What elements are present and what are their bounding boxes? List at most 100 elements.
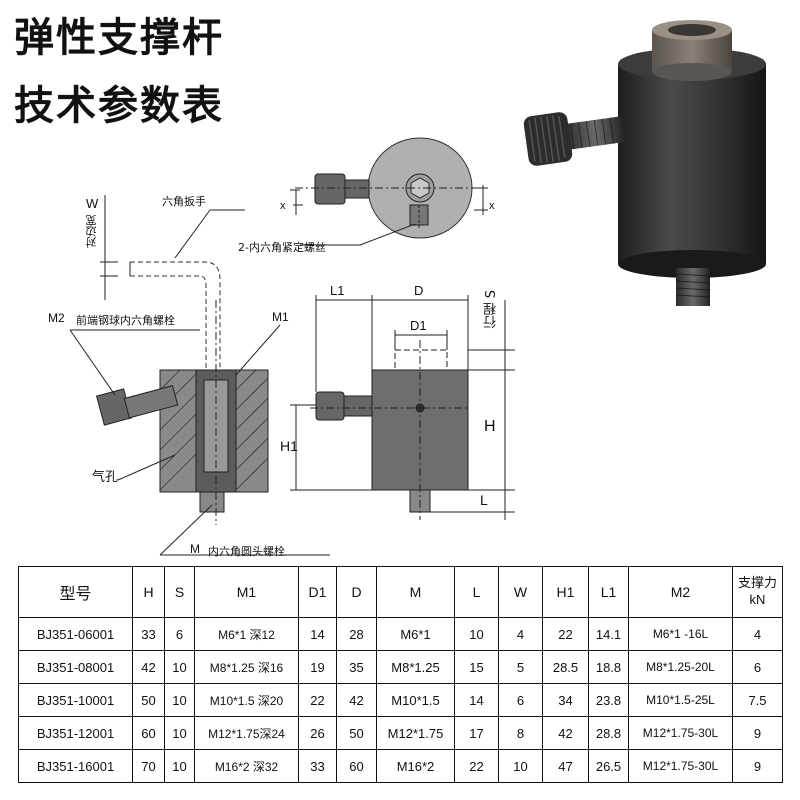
column-header: S — [164, 566, 195, 618]
table-cell: BJ351-12001 — [18, 716, 133, 750]
table-cell: 14 — [454, 683, 499, 717]
table-cell: 22 — [542, 617, 589, 651]
table-cell: 6 — [164, 617, 195, 651]
table-cell: 35 — [336, 650, 377, 684]
column-header: W — [498, 566, 543, 618]
column-header: M2 — [628, 566, 733, 618]
table-cell: M12*1.75-30L — [628, 716, 733, 750]
table-cell: 7.5 — [732, 683, 783, 717]
table-cell: 10 — [498, 749, 543, 783]
table-cell: 42 — [542, 716, 589, 750]
table-cell: M8*1.25-20L — [628, 650, 733, 684]
product-photo — [523, 20, 766, 306]
table-cell: 33 — [298, 749, 337, 783]
table-cell: 42 — [336, 683, 377, 717]
table-cell: BJ351-08001 — [18, 650, 133, 684]
across-flats-label: 对边宽 — [85, 215, 98, 248]
m2-label: M2 — [48, 311, 65, 325]
column-header: M — [376, 566, 455, 618]
table-cell: M6*1 — [376, 617, 455, 651]
d1-label: D1 — [410, 318, 427, 333]
table-cell: 70 — [132, 749, 165, 783]
page-title: 弹性支撑杆 — [14, 15, 224, 61]
table-cell: 5 — [498, 650, 543, 684]
table-cell: 50 — [336, 716, 377, 750]
x-left-label: x — [280, 200, 286, 212]
set-screw-label: 2-内六角紧定螺丝 — [238, 241, 326, 254]
table-cell: 6 — [732, 650, 783, 684]
table-cell: 26 — [298, 716, 337, 750]
table-cell: 10 — [164, 749, 195, 783]
h1-label: H1 — [280, 438, 298, 454]
table-cell: 4 — [732, 617, 783, 651]
table-cell: 19 — [298, 650, 337, 684]
l-label: L — [480, 492, 488, 508]
table-cell: M16*2 深32 — [194, 749, 299, 783]
table-cell: 10 — [164, 650, 195, 684]
column-header: H — [132, 566, 165, 618]
stroke-label: 行程 S — [484, 290, 499, 329]
table-cell: 22 — [454, 749, 499, 783]
table-cell: M8*1.25 — [376, 650, 455, 684]
table-cell: 42 — [132, 650, 165, 684]
m-desc: 内六角圆头螺栓 — [208, 545, 285, 558]
table-cell: 10 — [454, 617, 499, 651]
table-cell: M12*1.75-30L — [628, 749, 733, 783]
table-cell: 26.5 — [588, 749, 629, 783]
table-cell: 60 — [336, 749, 377, 783]
table-cell: M12*1.75 — [376, 716, 455, 750]
w-label: W — [86, 196, 99, 211]
table-cell: 4 — [498, 617, 543, 651]
table-cell: 50 — [132, 683, 165, 717]
column-header: H1 — [542, 566, 589, 618]
table-cell: 15 — [454, 650, 499, 684]
h-label: H — [484, 418, 496, 435]
d-label: D — [414, 283, 424, 298]
column-header: D1 — [298, 566, 337, 618]
column-header: 型号 — [18, 566, 133, 618]
table-cell: 9 — [732, 716, 783, 750]
table-cell: M16*2 — [376, 749, 455, 783]
table-cell: M6*1 -16L — [628, 617, 733, 651]
column-header: 支撑力 kN — [732, 566, 783, 618]
table-cell: BJ351-16001 — [18, 749, 133, 783]
table-cell: 18.8 — [588, 650, 629, 684]
table-cell: 14 — [298, 617, 337, 651]
table-cell: 33 — [132, 617, 165, 651]
table-cell: 6 — [498, 683, 543, 717]
column-header: M1 — [194, 566, 299, 618]
page-subtitle: 技术参数表 — [14, 83, 224, 129]
table-cell: M10*1.5 深20 — [194, 683, 299, 717]
table-cell: 17 — [454, 716, 499, 750]
table-cell: 14.1 — [588, 617, 629, 651]
x-right-label: x — [489, 200, 495, 212]
column-header: L1 — [588, 566, 629, 618]
column-header: L — [454, 566, 499, 618]
table-cell: 60 — [132, 716, 165, 750]
table-cell: M8*1.25 深16 — [194, 650, 299, 684]
table-cell: 22 — [298, 683, 337, 717]
table-cell: M12*1.75深24 — [194, 716, 299, 750]
table-cell: 8 — [498, 716, 543, 750]
table-cell: 9 — [732, 749, 783, 783]
table-cell: BJ351-10001 — [18, 683, 133, 717]
air-hole-label: 气孔 — [92, 470, 119, 485]
m1-label: M1 — [272, 310, 289, 324]
table-cell: 23.8 — [588, 683, 629, 717]
table-cell: 47 — [542, 749, 589, 783]
table-cell: 28.8 — [588, 716, 629, 750]
table-cell: 28.5 — [542, 650, 589, 684]
table-cell: M10*1.5 — [376, 683, 455, 717]
table-cell: 10 — [164, 683, 195, 717]
table-cell: 10 — [164, 716, 195, 750]
m2-desc: 前端钢球内六角螺栓 — [76, 314, 175, 327]
l1-label: L1 — [330, 283, 345, 298]
table-cell: M10*1.5-25L — [628, 683, 733, 717]
hex-wrench-label: 六角扳手 — [162, 195, 206, 208]
